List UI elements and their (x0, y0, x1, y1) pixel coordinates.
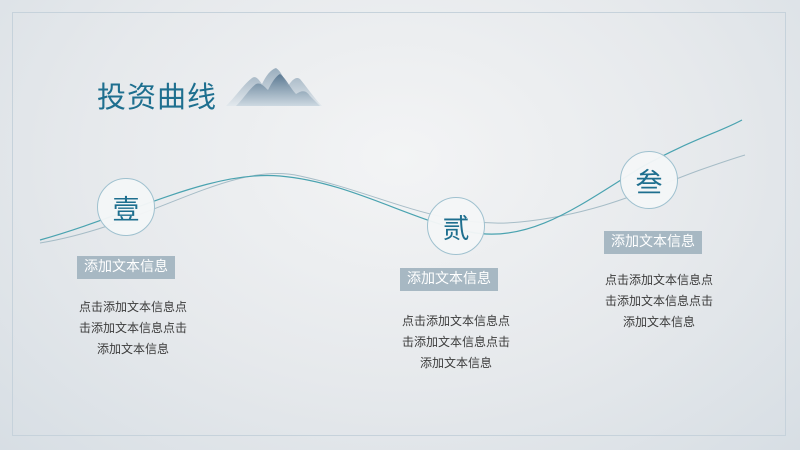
milestone-circle-2: 贰 (427, 197, 485, 255)
milestone-tag-3: 添加文本信息 (604, 231, 702, 254)
slide-title: 投资曲线 (97, 80, 218, 114)
milestone-circle-3: 叁 (620, 151, 678, 209)
milestone-tag-2: 添加文本信息 (400, 268, 498, 291)
milestone-tag-1: 添加文本信息 (77, 256, 175, 279)
slide-frame (12, 12, 786, 436)
mountain-icon (226, 68, 322, 106)
milestone-circle-1: 壹 (97, 178, 155, 236)
milestone-desc-2: 点击添加文本信息点 击添加文本信息点击 添加文本信息 (401, 314, 510, 370)
milestone-desc-3: 点击添加文本信息点 击添加文本信息点击 添加文本信息 (604, 273, 713, 329)
milestone-desc-1: 点击添加文本信息点 击添加文本信息点击 添加文本信息 (78, 300, 187, 356)
